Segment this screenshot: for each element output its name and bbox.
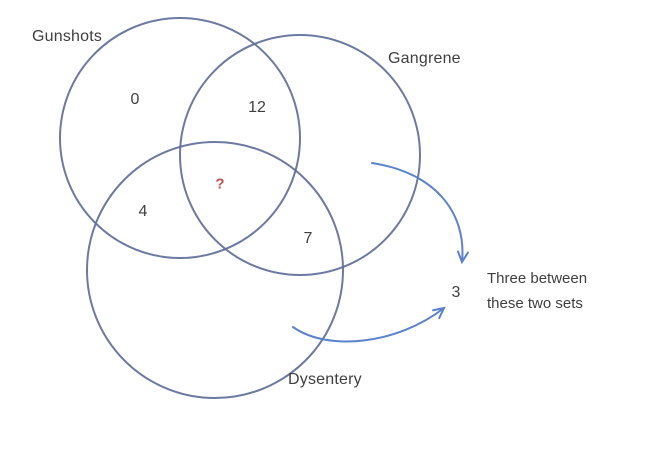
arrow-gangrene-to-three [371, 162, 469, 265]
gangrene-circle [179, 34, 421, 276]
dysentery-label: Dysentery [288, 371, 362, 388]
region-value-gunshots-dysentery: 4 [138, 203, 148, 220]
gangrene-label: Gangrene [388, 50, 461, 67]
annotation-line-1: Three between [487, 270, 588, 287]
region-value-gunshots-only: 0 [130, 91, 140, 108]
outside-value-three: 3 [451, 284, 461, 301]
region-value-gunshots-gangrene: 12 [248, 99, 266, 116]
dysentery-circle [86, 141, 344, 399]
region-value-gangrene-dysentery: 7 [303, 230, 313, 247]
gunshots-circle [59, 17, 301, 259]
annotation-text: Three between these two sets [487, 266, 587, 316]
gunshots-label: Gunshots [32, 28, 103, 45]
arrow-dysentery-to-three [292, 306, 446, 343]
region-value-all-three-question: ? [215, 175, 225, 193]
annotation-line-2: these two sets [487, 295, 583, 312]
